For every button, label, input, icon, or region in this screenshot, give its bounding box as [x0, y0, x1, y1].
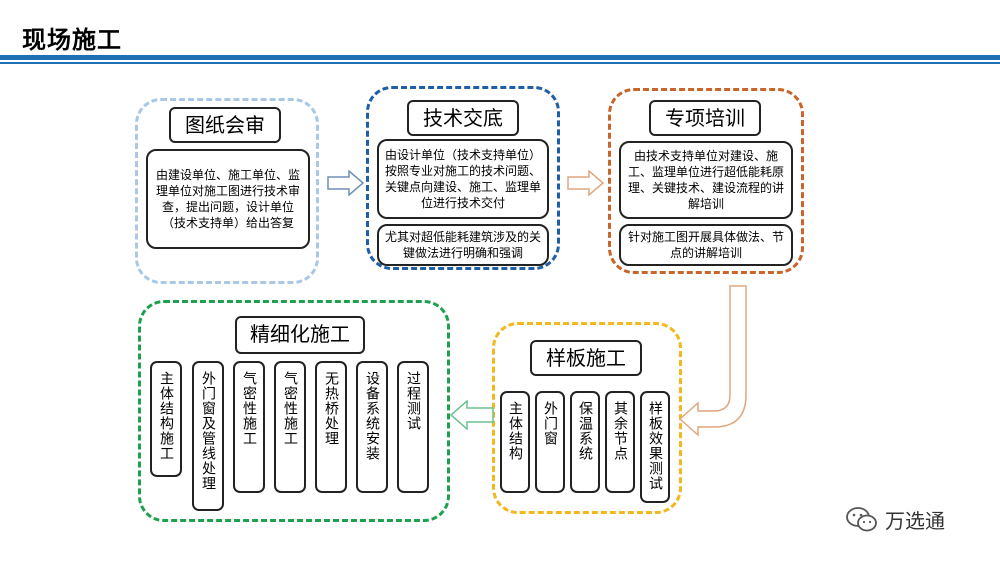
- title-rule-thin: [0, 62, 1000, 64]
- sample-item-other-nodes: 其余节点: [605, 391, 635, 493]
- group-title-drawing-review: 图纸会审: [169, 107, 281, 143]
- refined-item-equipment-install: 设备系统安装: [356, 361, 388, 493]
- tech-briefing-text-1: 由设计单位（技术支持单位）按照专业对施工的技术问题、关键点向建设、施工、监理单位…: [377, 139, 549, 219]
- refined-item-no-thermal-bridge: 无热桥处理: [315, 361, 347, 493]
- special-training-text-2: 针对施工图开展具体做法、节点的讲解培训: [619, 224, 793, 266]
- arrow-curved-down: [678, 285, 747, 437]
- refined-item-windows-pipes: 外门窗及管线处理: [192, 361, 224, 511]
- watermark-text: 万选通: [885, 509, 945, 533]
- title-rule: [0, 55, 1000, 60]
- tech-briefing-text-2: 尤其对超低能耗建筑涉及的关键做法进行明确和强调: [377, 224, 549, 266]
- refined-item-process-test: 过程测试: [397, 361, 429, 493]
- sample-item-insulation: 保温系统: [570, 391, 600, 493]
- special-training-text-1: 由技术支持单位对建设、施工、监理单位进行超低能耗原理、关键技术、建设流程的讲解培…: [619, 141, 793, 219]
- sample-item-windows: 外门窗: [535, 391, 565, 493]
- drawing-review-text: 由建设单位、施工单位、监理单位对施工图进行技术审查，提出问题，设计单位（技术支持…: [146, 149, 310, 249]
- refined-item-airtight-2: 气密性施工: [274, 361, 306, 493]
- group-title-sample-construction: 样板施工: [530, 340, 642, 376]
- arrow-left: [450, 400, 494, 430]
- watermark: 万选通: [845, 505, 945, 534]
- sample-item-effect-test: 样板效果测试: [640, 391, 670, 503]
- sample-item-main-structure: 主体结构: [500, 391, 530, 493]
- arrow-right-2: [567, 170, 605, 196]
- group-title-tech-briefing: 技术交底: [407, 100, 519, 136]
- refined-item-airtight-1: 气密性施工: [233, 361, 265, 493]
- group-title-special-training: 专项培训: [649, 100, 761, 136]
- group-title-refined-construction: 精细化施工: [235, 316, 365, 354]
- wechat-icon: [846, 506, 877, 531]
- refined-item-main-structure: 主体结构施工: [150, 361, 182, 477]
- page-title: 现场施工: [22, 26, 122, 54]
- arrow-right-1: [327, 170, 365, 196]
